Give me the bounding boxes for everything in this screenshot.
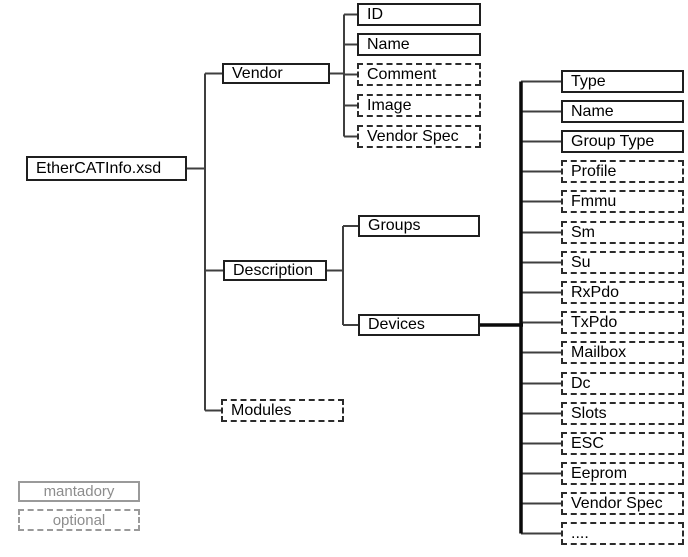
- node-comment: Comment: [357, 63, 481, 86]
- node-type: Type: [561, 70, 684, 93]
- vendor-connectors: [330, 13, 357, 138]
- legend-mandatory-label: mantadory: [43, 483, 115, 500]
- legend-optional: optional: [18, 509, 140, 531]
- node-profile-label: Profile: [571, 162, 617, 180]
- node-rxpdo-label: RxPdo: [571, 283, 620, 301]
- node-dc-label: Dc: [571, 374, 591, 392]
- node-type-label: Type: [571, 72, 606, 90]
- node-esc-label: ESC: [571, 434, 604, 452]
- devices-trunk: [480, 81, 523, 534]
- node-vendor-name-label: Name: [367, 35, 410, 53]
- node-vendor-spec: Vendor Spec: [357, 125, 481, 148]
- node-image: Image: [357, 94, 481, 117]
- node-root-label: EtherCATInfo.xsd: [36, 159, 162, 177]
- node-profile: Profile: [561, 160, 684, 183]
- node-dc: Dc: [561, 372, 684, 395]
- node-vendor-spec-label: Vendor Spec: [367, 127, 459, 145]
- node-description: Description: [223, 260, 327, 281]
- node-id-label: ID: [367, 5, 383, 23]
- node-ellipsis: ....: [561, 522, 684, 545]
- root-connectors: [187, 72, 223, 412]
- node-fmmu-label: Fmmu: [571, 192, 617, 210]
- node-devices: Devices: [358, 314, 480, 336]
- node-comment-label: Comment: [367, 65, 437, 83]
- node-eeprom: Eeprom: [561, 462, 684, 485]
- node-eeprom-label: Eeprom: [571, 464, 628, 482]
- node-modules-label: Modules: [231, 401, 292, 419]
- node-device-vendor-spec: Vendor Spec: [561, 492, 684, 515]
- node-mailbox-label: Mailbox: [571, 343, 627, 361]
- node-slots-label: Slots: [571, 404, 607, 422]
- node-txpdo-label: TxPdo: [571, 313, 618, 331]
- node-txpdo: TxPdo: [561, 311, 684, 334]
- node-ellipsis-label: ....: [571, 524, 589, 542]
- node-device-vendor-spec-label: Vendor Spec: [571, 494, 663, 512]
- node-groups-label: Groups: [368, 217, 421, 234]
- node-mailbox: Mailbox: [561, 341, 684, 364]
- node-slots: Slots: [561, 402, 684, 425]
- description-connectors: [327, 225, 358, 326]
- node-id: ID: [357, 3, 481, 26]
- node-sm-label: Sm: [571, 223, 595, 241]
- legend-mandatory: mantadory: [18, 481, 140, 502]
- devices-branch-connectors: [521, 80, 561, 535]
- node-esc: ESC: [561, 432, 684, 455]
- node-vendor-name: Name: [357, 33, 481, 56]
- node-group-type-label: Group Type: [571, 132, 655, 150]
- node-modules: Modules: [221, 399, 344, 422]
- node-rxpdo: RxPdo: [561, 281, 684, 304]
- node-vendor: Vendor: [222, 63, 330, 84]
- node-groups: Groups: [358, 215, 480, 237]
- node-device-name-label: Name: [571, 102, 614, 120]
- node-fmmu: Fmmu: [561, 190, 684, 213]
- node-description-label: Description: [233, 261, 314, 279]
- node-su: Su: [561, 251, 684, 274]
- node-image-label: Image: [367, 96, 412, 114]
- node-su-label: Su: [571, 253, 591, 271]
- node-devices-label: Devices: [368, 316, 425, 333]
- node-root: EtherCATInfo.xsd: [26, 156, 187, 181]
- node-group-type: Group Type: [561, 130, 684, 153]
- node-device-name: Name: [561, 100, 684, 123]
- node-vendor-label: Vendor: [232, 64, 283, 82]
- legend-optional-label: optional: [52, 511, 106, 529]
- node-sm: Sm: [561, 221, 684, 244]
